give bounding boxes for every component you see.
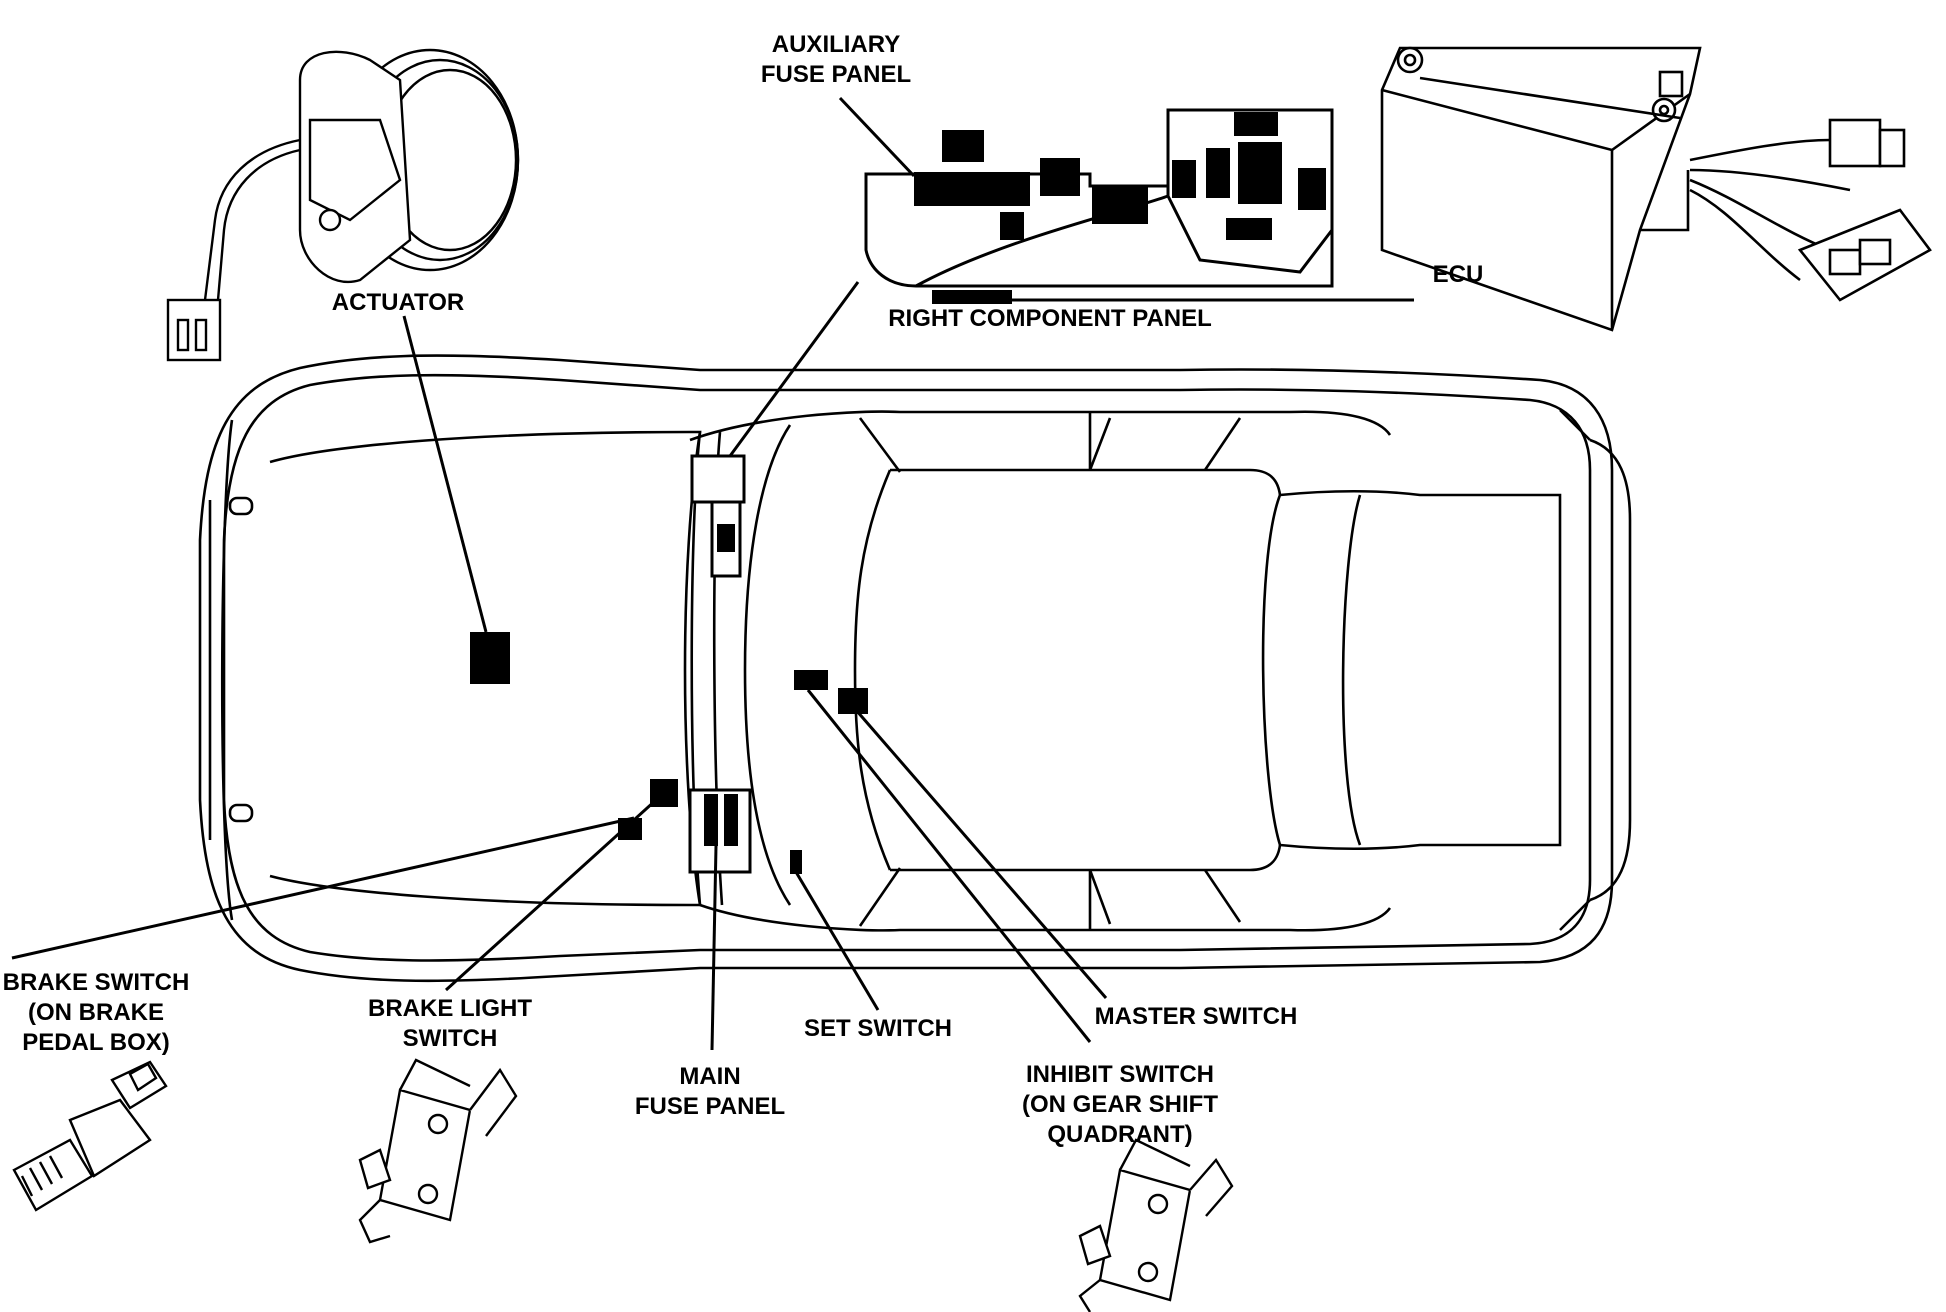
- main-fuse-panel-marker: [688, 788, 752, 874]
- brake-switch-label-line1: BRAKE SWITCH: [3, 969, 190, 996]
- ecu-drawing: [1380, 46, 1932, 332]
- brake-switch-drawing: [12, 1060, 168, 1212]
- inhibit-switch-label-line2: (ON GEAR SHIFT: [1022, 1091, 1218, 1118]
- set-switch-label: SET SWITCH: [804, 1015, 952, 1042]
- brake-light-switch-label-line1: BRAKE LIGHT: [368, 995, 532, 1022]
- car-body-outline: [198, 354, 1632, 983]
- inhibit-switch-label-line3: QUADRANT): [1047, 1121, 1192, 1148]
- main-fuse-panel-label-line2: FUSE PANEL: [635, 1093, 785, 1120]
- right-component-panel-fuse: [717, 524, 735, 552]
- main-fuse-block-1: [704, 794, 718, 846]
- brake-light-switch-label-line2: SWITCH: [403, 1025, 498, 1052]
- actuator-drawing: [166, 48, 520, 362]
- master-switch-label: MASTER SWITCH: [1095, 1003, 1298, 1030]
- main-fuse-panel-label-line1: MAIN: [679, 1063, 740, 1090]
- brake-switch-label-line2: (ON BRAKE: [28, 999, 164, 1026]
- actuator-label: ACTUATOR: [332, 289, 464, 316]
- master-switch-marker: [838, 688, 868, 714]
- brake-switch-marker: [618, 818, 642, 840]
- inhibit-switch-marker: [794, 670, 828, 690]
- right-component-panel-label: RIGHT COMPONENT PANEL: [888, 305, 1212, 332]
- auxiliary-fuse-panel-label-line2: FUSE PANEL: [761, 61, 911, 88]
- ecu-label: ECU: [1433, 261, 1484, 288]
- inhibit-switch-drawing: [1078, 1138, 1234, 1312]
- brake-switch-label-line3: PEDAL BOX): [22, 1029, 170, 1056]
- inhibit-switch-label-line1: INHIBIT SWITCH: [1026, 1061, 1214, 1088]
- component-markers: [470, 454, 868, 874]
- auxiliary-fuse-panel-drawing: [864, 108, 1334, 304]
- actuator-marker: [470, 632, 510, 684]
- main-fuse-block-2: [724, 794, 738, 846]
- leader-lines: [11, 96, 1414, 1051]
- right-component-panel-marker: [690, 454, 746, 504]
- set-switch-marker: [790, 850, 802, 874]
- auxiliary-fuse-panel-label-line1: AUXILIARY: [772, 31, 900, 58]
- labels: ACTUATOR AUXILIARY FUSE PANEL ECU RIGHT …: [3, 31, 1484, 1148]
- brake-light-switch-drawing: [358, 1058, 518, 1244]
- right-component-panel-lower: [710, 500, 742, 578]
